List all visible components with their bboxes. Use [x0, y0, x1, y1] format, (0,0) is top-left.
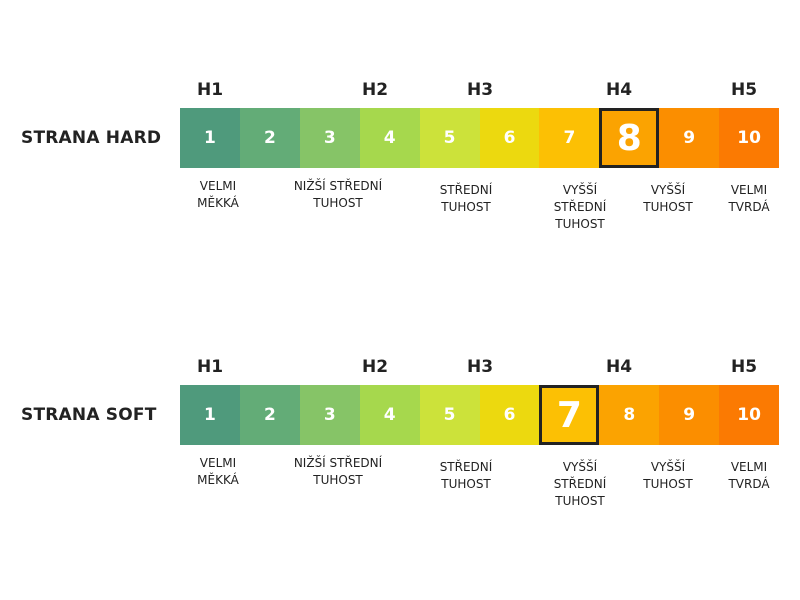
firmness-cell-10: 10 [719, 385, 780, 445]
firmness-cell-1: 1 [180, 108, 240, 168]
h-label-h3: H3 [466, 80, 494, 100]
firmness-cell-6: 6 [479, 108, 540, 168]
category-label-higher: VYŠŠÍ TUHOST [643, 460, 693, 491]
firmness-bar: 1 2 3 4 5 6 7 8 9 10 [180, 108, 780, 168]
firmness-cell-9: 9 [659, 385, 720, 445]
cell-number: 8 [616, 117, 642, 159]
category-label-very-soft: VELMI MĚKKÁ [197, 456, 239, 487]
category-label-lower-medium: NIŽŠÍ STŘEDNÍ TUHOST [293, 456, 383, 487]
firmness-cell-5: 5 [419, 385, 480, 445]
category-label-very-hard: VELMI TVRDÁ [728, 460, 770, 491]
firmness-cell-3: 3 [299, 108, 360, 168]
firmness-cell-8: 8 [599, 108, 660, 168]
h-label-h2: H2 [361, 357, 389, 377]
firmness-cell-2: 2 [239, 108, 300, 168]
category-label-medium: STŘEDNÍ TUHOST [439, 183, 493, 214]
cell-number: 6 [503, 405, 516, 425]
firmness-cell-7: 7 [539, 385, 600, 445]
category-label-medium: STŘEDNÍ TUHOST [439, 460, 493, 491]
scale-title: STRANA HARD [21, 128, 162, 148]
category-label-very-soft: VELMI MĚKKÁ [197, 179, 239, 210]
h-label-h4: H4 [605, 80, 633, 100]
category-label-higher-medium: VYŠŠÍ STŘEDNÍ TUHOST [553, 183, 607, 231]
category-label-very-hard: VELMI TVRDÁ [728, 183, 770, 214]
h-label-h2: H2 [361, 80, 389, 100]
cell-number: 4 [383, 128, 396, 148]
cell-number: 9 [683, 128, 696, 148]
h-label-h1: H1 [196, 357, 224, 377]
cell-number: 1 [204, 128, 216, 148]
firmness-cell-4: 4 [359, 108, 420, 168]
cell-number: 8 [623, 405, 636, 425]
cell-number: 3 [323, 405, 336, 425]
cell-number: 7 [556, 394, 582, 436]
firmness-cell-9: 9 [659, 108, 720, 168]
category-label-lower-medium: NIŽŠÍ STŘEDNÍ TUHOST [293, 179, 383, 210]
cell-number: 9 [683, 405, 696, 425]
firmness-cell-7: 7 [539, 108, 600, 168]
firmness-scale-soft: STRANA SOFT H1 H2 H3 H4 H5 1 2 3 4 5 6 7… [0, 357, 800, 557]
cell-number: 3 [323, 128, 336, 148]
firmness-cell-8: 8 [599, 385, 660, 445]
cell-number: 10 [737, 128, 761, 148]
firmness-cell-5: 5 [419, 108, 480, 168]
firmness-cell-1: 1 [180, 385, 240, 445]
cell-number: 2 [263, 128, 276, 148]
firmness-scale-hard: STRANA HARD H1 H2 H3 H4 H5 1 2 3 4 5 6 7… [0, 80, 800, 280]
firmness-cell-2: 2 [239, 385, 300, 445]
category-label-higher: VYŠŠÍ TUHOST [643, 183, 693, 214]
cell-number: 1 [204, 405, 216, 425]
h-label-h3: H3 [466, 357, 494, 377]
firmness-cell-6: 6 [479, 385, 540, 445]
h-label-h5: H5 [730, 357, 758, 377]
cell-number: 4 [383, 405, 396, 425]
cell-number: 2 [263, 405, 276, 425]
cell-number: 5 [443, 405, 456, 425]
h-label-h1: H1 [196, 80, 224, 100]
cell-number: 7 [563, 128, 576, 148]
cell-number: 10 [737, 405, 761, 425]
firmness-cell-10: 10 [719, 108, 780, 168]
firmness-bar: 1 2 3 4 5 6 7 8 9 10 [180, 385, 780, 445]
cell-number: 6 [503, 128, 516, 148]
h-label-h5: H5 [730, 80, 758, 100]
category-label-higher-medium: VYŠŠÍ STŘEDNÍ TUHOST [553, 460, 607, 508]
firmness-cell-3: 3 [299, 385, 360, 445]
h-label-h4: H4 [605, 357, 633, 377]
scale-title: STRANA SOFT [21, 405, 157, 425]
cell-number: 5 [443, 128, 456, 148]
firmness-cell-4: 4 [359, 385, 420, 445]
